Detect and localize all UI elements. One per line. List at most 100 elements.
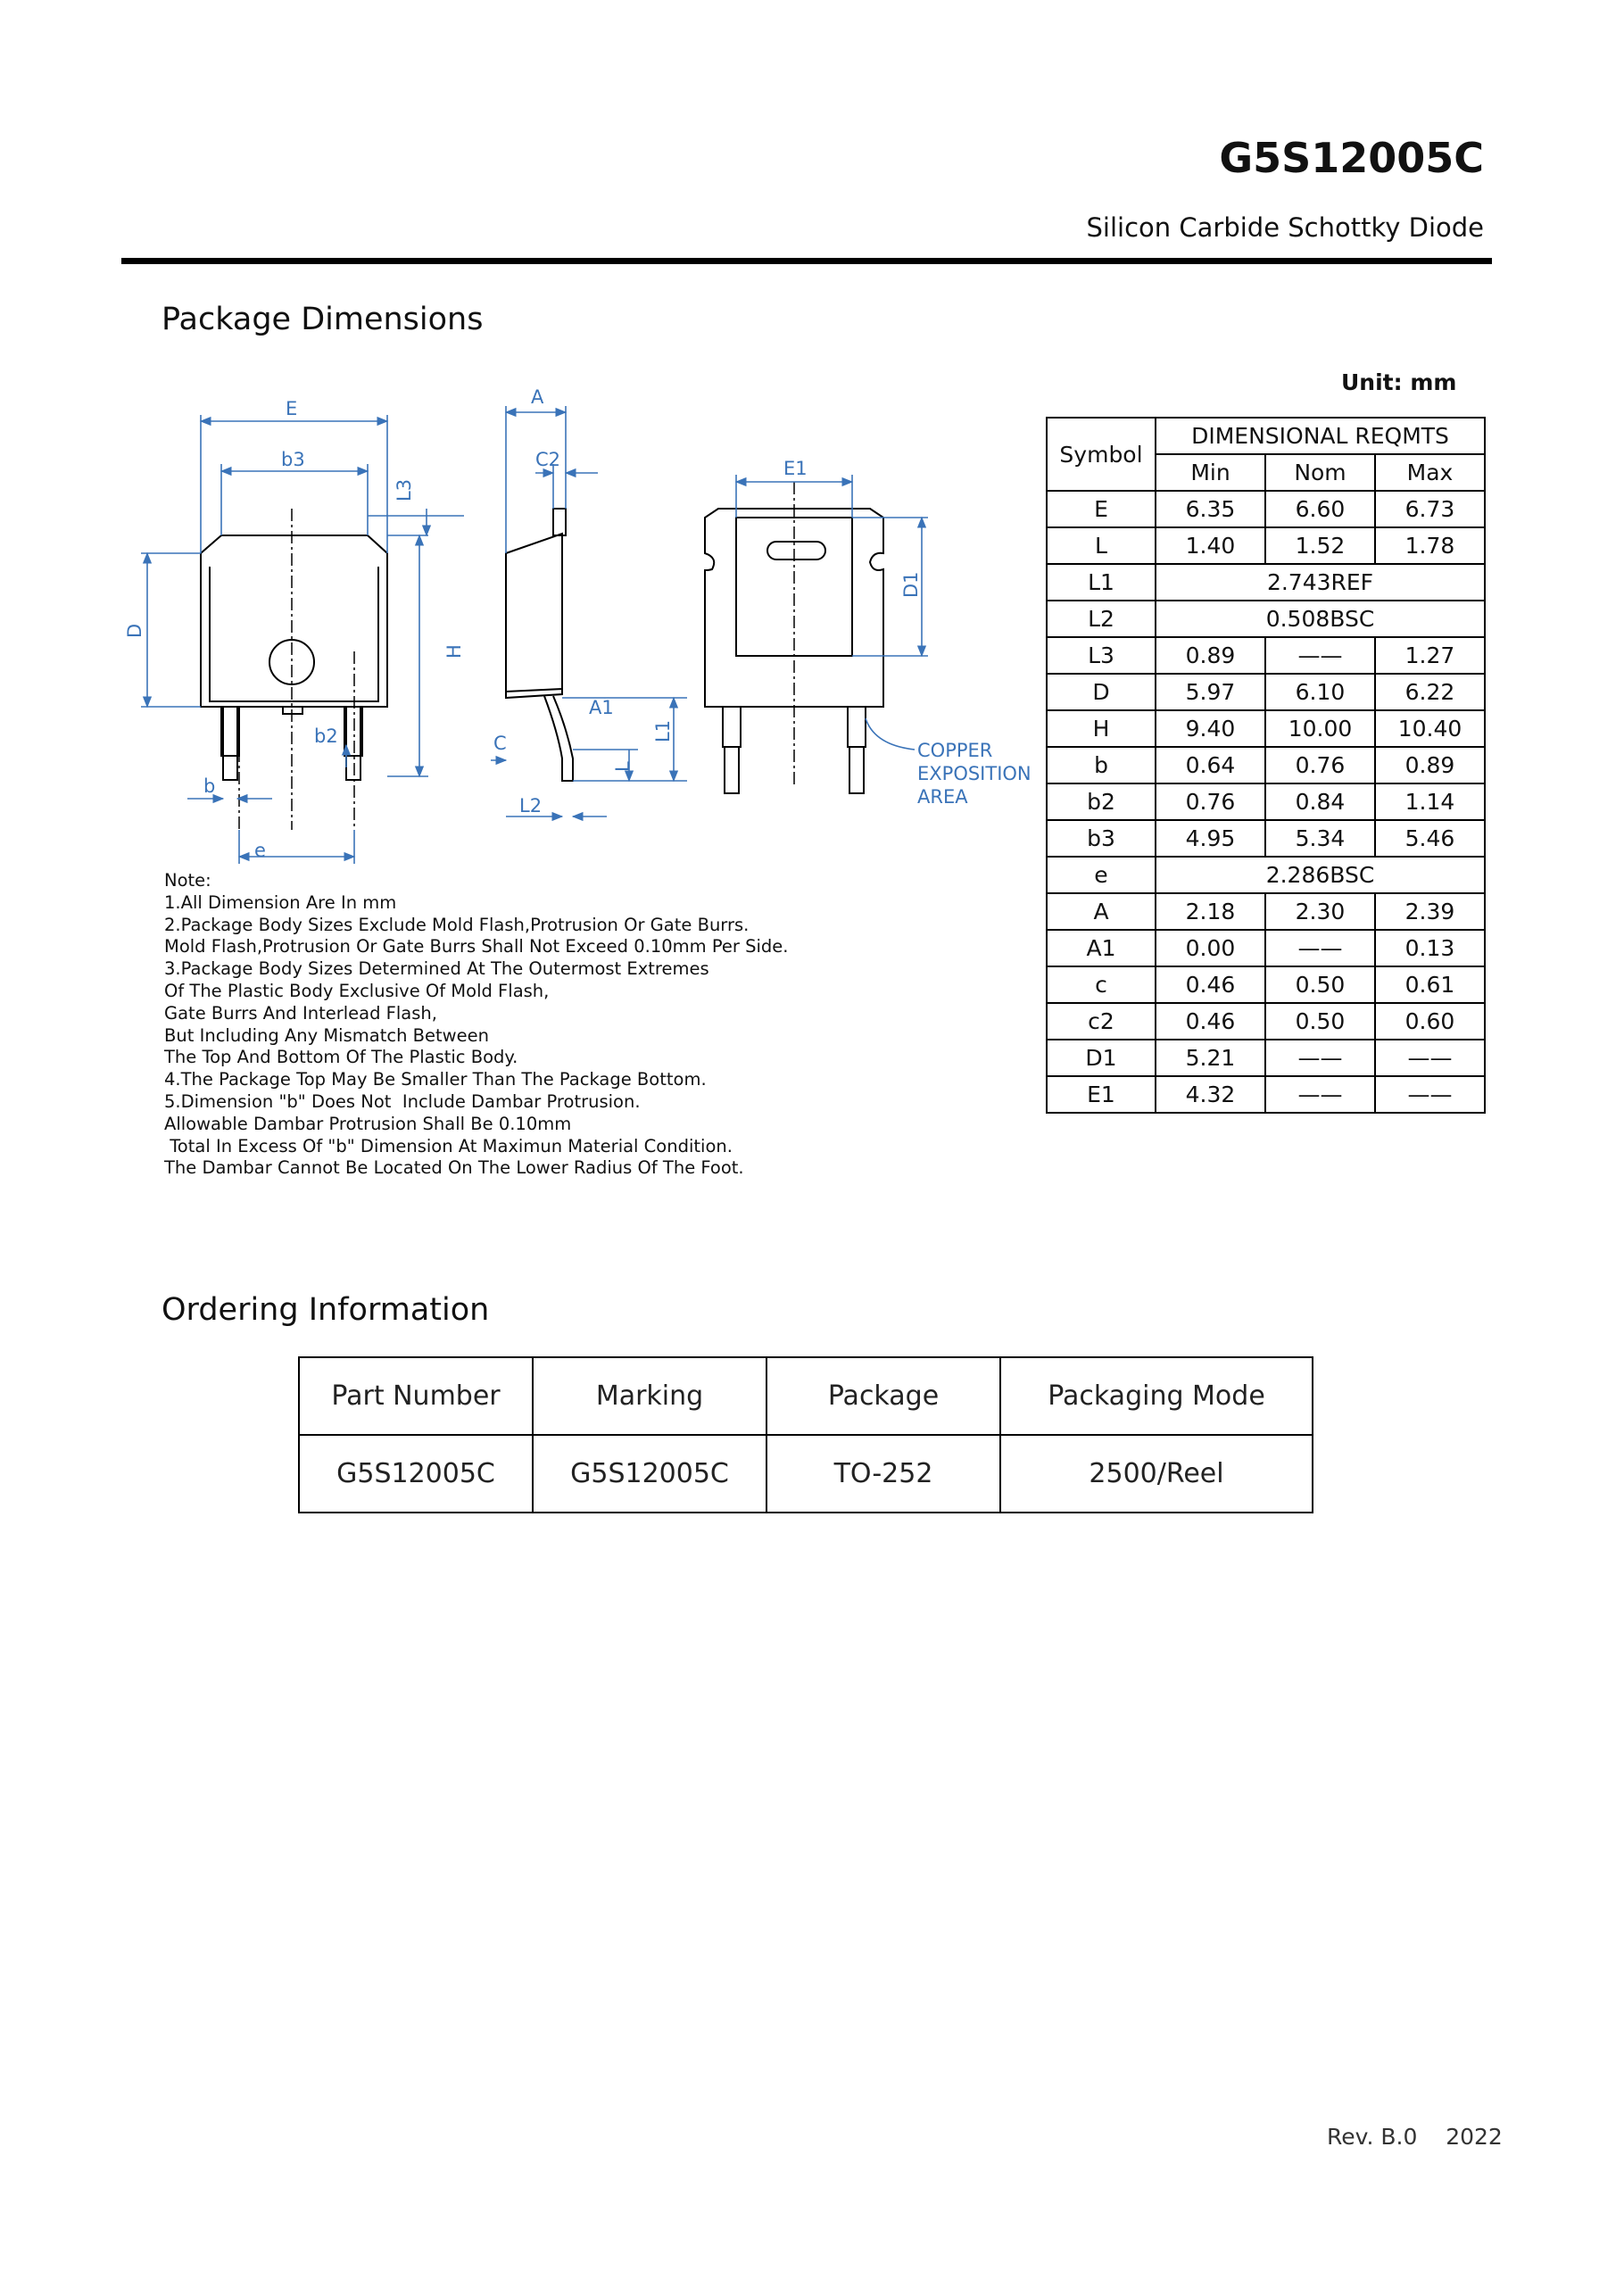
cell-min: 0.46 — [1155, 1002, 1266, 1040]
cell-symbol: L1 — [1046, 563, 1156, 601]
cell-max: 0.60 — [1374, 1002, 1486, 1040]
cell-symbol: L2 — [1046, 600, 1156, 638]
cell-max: 6.22 — [1374, 673, 1486, 711]
order-header-packaging-mode: Packaging Mode — [999, 1356, 1313, 1436]
dim-label: D1 — [900, 571, 922, 598]
cell-min: 6.35 — [1155, 490, 1266, 528]
dim-label: e — [254, 840, 266, 861]
cell-symbol: L — [1046, 526, 1156, 565]
cell-nom: 6.60 — [1264, 490, 1376, 528]
note-line: 1.All Dimension Are In mm — [164, 891, 397, 913]
dim-label: L3 — [394, 479, 415, 501]
unit-label: Unit: mm — [1341, 369, 1457, 395]
dim-label: b — [203, 775, 215, 797]
section-title-ordering-information: Ordering Information — [162, 1292, 490, 1328]
header-symbol: Symbol — [1046, 417, 1156, 492]
cell-max: 1.27 — [1374, 636, 1486, 675]
cell-max: —— — [1374, 1039, 1486, 1077]
dim-label: E1 — [783, 458, 808, 479]
cell-symbol: D1 — [1046, 1039, 1156, 1077]
cell-min: 0.00 — [1155, 929, 1266, 967]
cell-nom: —— — [1264, 1075, 1376, 1114]
cell-max: 10.40 — [1374, 709, 1486, 748]
note-line: 5.Dimension "b" Does Not Include Dambar … — [164, 1090, 641, 1112]
cell-max: 1.14 — [1374, 783, 1486, 821]
part-subtitle: Silicon Carbide Schottky Diode — [1086, 212, 1484, 243]
cell-max: 0.13 — [1374, 929, 1486, 967]
table-row: G5S12005C G5S12005C TO-252 2500/Reel — [298, 1434, 1313, 1513]
cell-min: 0.89 — [1155, 636, 1266, 675]
cell-symbol: D — [1046, 673, 1156, 711]
note-line: Note: — [164, 870, 211, 891]
cell-min: 9.40 — [1155, 709, 1266, 748]
copper-note: EXPOSITION — [917, 763, 1032, 784]
dim-label: C — [493, 733, 507, 754]
cell-min: 4.95 — [1155, 819, 1266, 858]
cell-nom: 0.50 — [1264, 1002, 1376, 1040]
cell-symbol: E1 — [1046, 1075, 1156, 1114]
cell-min: 0.76 — [1155, 783, 1266, 821]
header-dimensional-reqmts: DIMENSIONAL REQMTS — [1155, 417, 1486, 455]
cell-nom: 0.76 — [1264, 746, 1376, 784]
cell-max: 2.39 — [1374, 892, 1486, 931]
note-line: But Including Any Mismatch Between — [164, 1024, 489, 1046]
cell-nom: 10.00 — [1264, 709, 1376, 748]
note-line: Gate Burrs And Interlead Flash, — [164, 1002, 437, 1024]
cell-symbol: H — [1046, 709, 1156, 748]
header-rule — [121, 258, 1492, 264]
order-header-package: Package — [766, 1356, 1001, 1436]
cell-max: 0.89 — [1374, 746, 1486, 784]
dim-label: L — [612, 761, 634, 772]
cell-max: 0.61 — [1374, 966, 1486, 1004]
cell-nom: 6.10 — [1264, 673, 1376, 711]
order-part-number: G5S12005C — [298, 1434, 534, 1513]
dim-label: E — [286, 398, 297, 419]
cell-symbol: b3 — [1046, 819, 1156, 858]
cell-value-span: 2.286BSC — [1155, 856, 1486, 894]
note-line: The Top And Bottom Of The Plastic Body. — [164, 1047, 518, 1068]
note-line: 4.The Package Top May Be Smaller Than Th… — [164, 1069, 707, 1090]
package-drawing: E b3 L3 D H b2 b e A C2 A1 C L1 L L2 E1 … — [124, 386, 1032, 864]
dim-label: C2 — [535, 449, 560, 470]
order-marking: G5S12005C — [532, 1434, 767, 1513]
copper-note: COPPER — [917, 740, 992, 761]
order-packaging-mode: 2500/Reel — [999, 1434, 1313, 1513]
cell-value-span: 0.508BSC — [1155, 600, 1486, 638]
cell-symbol: L3 — [1046, 636, 1156, 675]
cell-min: 4.32 — [1155, 1075, 1266, 1114]
cell-max: 1.78 — [1374, 526, 1486, 565]
cell-min: 1.40 — [1155, 526, 1266, 565]
header-nom: Nom — [1264, 453, 1376, 492]
cell-symbol: c2 — [1046, 1002, 1156, 1040]
cell-symbol: b2 — [1046, 783, 1156, 821]
cell-nom: 5.34 — [1264, 819, 1376, 858]
cell-symbol: E — [1046, 490, 1156, 528]
dim-label: b3 — [281, 449, 305, 470]
cell-max: 5.46 — [1374, 819, 1486, 858]
cell-nom: 2.30 — [1264, 892, 1376, 931]
order-header-part-number: Part Number — [298, 1356, 534, 1436]
cell-max: 6.73 — [1374, 490, 1486, 528]
cell-symbol: A1 — [1046, 929, 1156, 967]
cell-nom: 0.84 — [1264, 783, 1376, 821]
dim-label: D — [124, 624, 145, 638]
cell-min: 0.46 — [1155, 966, 1266, 1004]
cell-symbol: e — [1046, 856, 1156, 894]
order-header-marking: Marking — [532, 1356, 767, 1436]
ordering-table: Part Number Marking Package Packaging Mo… — [298, 1356, 1313, 1513]
revision-label: Rev. B.0 — [1327, 2124, 1418, 2150]
